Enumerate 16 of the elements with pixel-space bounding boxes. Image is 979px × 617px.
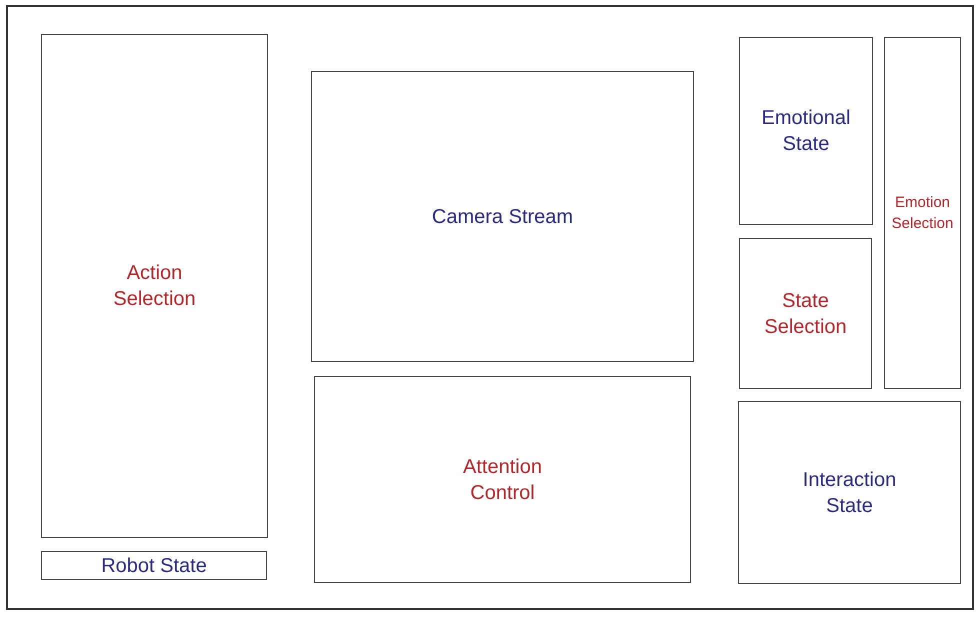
module-box [311, 71, 694, 362]
module-label: Robot State [101, 554, 207, 578]
module-box [739, 238, 872, 389]
module-box [738, 401, 961, 584]
module-label: Camera Stream [432, 204, 574, 230]
module-box [41, 551, 267, 580]
module-box [739, 37, 873, 225]
module-box [884, 37, 961, 389]
module-label: Emotion Selection [890, 193, 954, 234]
module-label: Interaction State [802, 468, 898, 518]
module-box [41, 34, 268, 538]
module-label: State Selection [763, 288, 848, 340]
module-label: Emotional State [760, 106, 852, 157]
module-box [314, 376, 691, 583]
module-label: Action Selection [112, 261, 197, 312]
module-label: Attention Control [462, 454, 543, 506]
